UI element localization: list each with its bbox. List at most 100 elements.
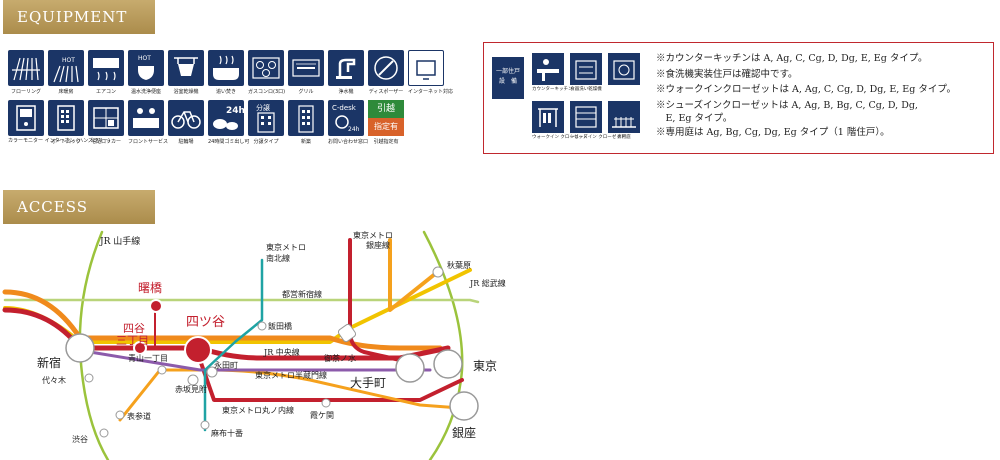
garbage-24h-icon: 24h 24時間ゴミ出し可 [208,100,249,145]
icon-label: グリル [298,89,314,95]
label-ginza-2: 銀座線 [366,240,390,250]
cdesk-24-text: 24h [348,126,360,133]
label-ochanomizu: 御茶ノ水 [324,353,356,363]
partial-equipment-badge: 一部住戸 設 備 [492,57,524,99]
icon-label: 引越指定有 [373,139,399,145]
icon-label: エアコン [95,89,116,95]
station-ochanomizu [337,323,357,343]
dish-washer-icon [608,53,640,85]
grill-icon: グリル [288,50,324,95]
icon-label: 浄水機 [338,89,354,95]
label-nagatacho: 永田町 [214,360,238,370]
moving-top-text: 引越 [368,100,404,118]
intercom-icon: カラーモニター インターホン (ハンズフリー) [8,100,110,145]
icon-label: 駐輪場 [178,139,194,145]
toei-shinjuku-line [3,298,480,304]
label-azabu-juban: 麻布十番 [211,428,243,438]
moving-bottom-text: 指定有 [368,118,404,136]
namboku-line [203,258,264,432]
station-otemachi [395,353,425,383]
icon-label: オートロック [50,139,81,145]
icon-label: 浴室乾燥機 [173,89,199,95]
icon-label: 宅配ロッカー [90,139,121,145]
label-otemachi: 大手町 [350,376,386,390]
front-desk-icon: フロントサービス [128,100,169,145]
icon-label: カラーモニター インターホン (ハンズフリー) [8,138,110,144]
notes-text: ※カウンターキッチンは A, Ag, C, Cg, D, Dg, E, Eg タ… [656,51,956,141]
dish-dryer-icon: 食器洗い乾燥機 [570,53,602,92]
note-line: ※カウンターキッチンは A, Ag, C, Cg, D, Dg, E, Eg タ… [656,53,928,64]
station-omotesando [115,410,125,420]
bunjo-text: 分譲 [256,103,270,112]
cdesk-text: C-desk [332,104,357,112]
floor-heating-icon: HOT 床暖房 [48,50,84,95]
gas-stove-icon: ガスコンロ(3口) [248,50,286,95]
station-nagatacho [206,366,218,378]
bath-reheat-icon: 追い焚き [208,50,244,95]
icon-label: ガスコンロ(3口) [248,89,286,95]
label-omotesando: 表参道 [127,411,151,421]
station-akasaka-mitsuke [187,374,199,386]
station-aoyama [157,365,167,375]
label-yotsuya-3: 四谷 [123,322,145,335]
label-toei-shinjuku: 都営新宿線 [282,289,322,299]
hot-text: HOT [62,57,75,64]
icon-label: 専用庭 [617,135,631,140]
icon-label: フローリング [10,89,41,95]
icon-label: シューズイン クローゼット [570,135,626,140]
station-azabu-juban [200,420,210,430]
access-heading: ACCESS [3,190,155,224]
private-garden-icon: 専用庭 [608,101,640,140]
label-akebonobashi: 曙橋 [138,281,162,295]
label-kasumigaseki: 霞ケ関 [310,411,334,420]
station-tokyo [433,349,463,379]
note-line: ※専用庭は Ag, Bg, Cg, Dg, Eg タイプ（1 階住戸）。 [656,127,890,138]
bicycle-icon: 駐輪場 [168,100,204,145]
station-shibuya [99,428,109,438]
station-shinjuku [65,333,95,363]
faucet-icon: 浄水機 [328,50,364,95]
moving-icon: 引越 指定有 引越指定有 [368,100,404,145]
icon-label: お問い合わせ窓口 [328,139,369,145]
marunouchi-lower [198,358,464,402]
label-yotsuya-3b: 三丁目 [116,334,149,347]
label-shinjuku: 新宿 [37,355,61,370]
label-shibuya: 渋谷 [72,434,88,444]
partial-equipment-box: 一部住戸 設 備 カウンターキッチン 食器洗い乾燥機 ウォークイン クローゼット… [483,42,994,154]
label-iidabashi: 飯田橋 [268,321,292,331]
icon-label: フロントサービス [128,139,169,145]
icon-label: ディスポーザー [368,89,404,95]
label-ginza: 銀座 [452,425,476,440]
equipment-heading: EQUIPMENT [3,0,155,34]
icon-label: 分譲タイプ [253,139,279,145]
station-iidabashi [257,321,267,331]
icon-label: 床暖房 [58,89,74,95]
note-line: ※食洗機実装住戸は確認中です。 [656,68,798,80]
disposer-icon: ディスポーザー [368,50,404,95]
badge-line-2: 設 備 [498,78,517,85]
locker-icon: 宅配ロッカー [88,100,124,145]
walk-in-closet-icon: ウォークイン クローゼット [532,101,587,140]
label-sobu: JR 総武線 [469,278,506,288]
station-yoyogi [84,373,94,383]
note-line: ※ウォークインクローゼットは A, Ag, C, Cg, D, Dg, E, E… [656,84,957,95]
icon-label: インターネット対応 [408,89,454,95]
station-akebonobashi [149,299,163,313]
icon-label: 追い焚き [215,89,236,95]
aircon-icon: エアコン [88,50,124,95]
stations [65,266,479,438]
label-yoyogi: 代々木 [42,375,66,385]
counter-kitchen-icon: カウンターキッチン [532,53,573,92]
cdesk-icon: C-desk 24h お問い合わせ窓口 [328,100,369,145]
station-ginza [449,391,479,421]
label-chuo: JR 中央線 [263,347,300,357]
autolock-icon: オートロック [48,100,84,145]
icon-label: 新築 [300,139,311,145]
hot-text: HOT [138,55,151,62]
label-yamanote: JR 山手線 [99,235,140,247]
monitor-icon: インターネット対応 [408,50,454,95]
station-yotsuya [184,336,212,364]
label-akasaka-mitsuke: 赤坂見附 [175,384,207,394]
label-hanzomon: 東京メトロ半蔵門線 [255,370,327,380]
icon-label: 食器洗い乾燥機 [570,87,602,92]
